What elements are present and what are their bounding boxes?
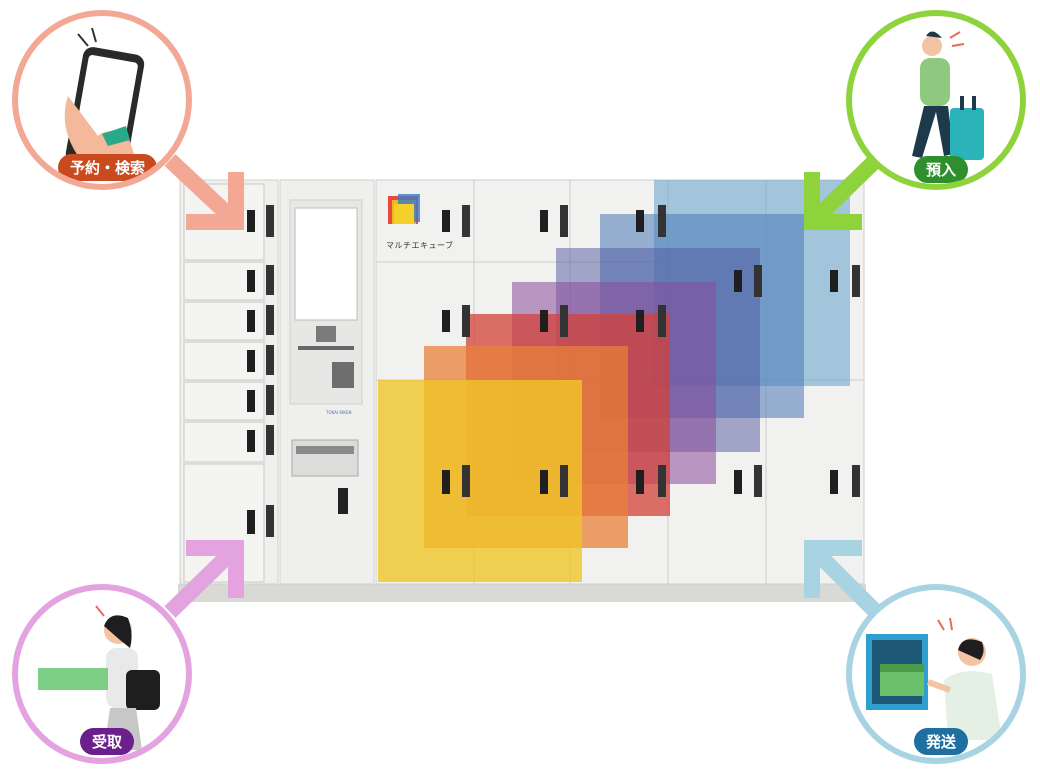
locker-brand-text: TOKAI RIKEN [326,410,352,415]
man-shipping-parcel-icon [866,617,1002,740]
traveler-suitcase-icon [912,31,984,160]
ship-label: 発送 [914,728,969,755]
arrow-ship [804,540,882,618]
deposit-label: 預入 [914,156,969,183]
locker-logo-text: マルチエキューブ [386,241,454,250]
reserve-step: 予約・検索 [12,10,192,190]
pickup-label: 受取 [80,728,135,755]
deposit-step: 預入 [846,10,1026,190]
arrow-pickup [164,540,244,618]
reserve-label: 予約・検索 [58,154,158,181]
ship-step: 発送 [846,584,1026,764]
brand-logo-icon [388,194,420,224]
pickup-step: 受取 [12,584,192,764]
arrow-deposit [804,154,882,230]
arrow-reserve [164,154,244,230]
